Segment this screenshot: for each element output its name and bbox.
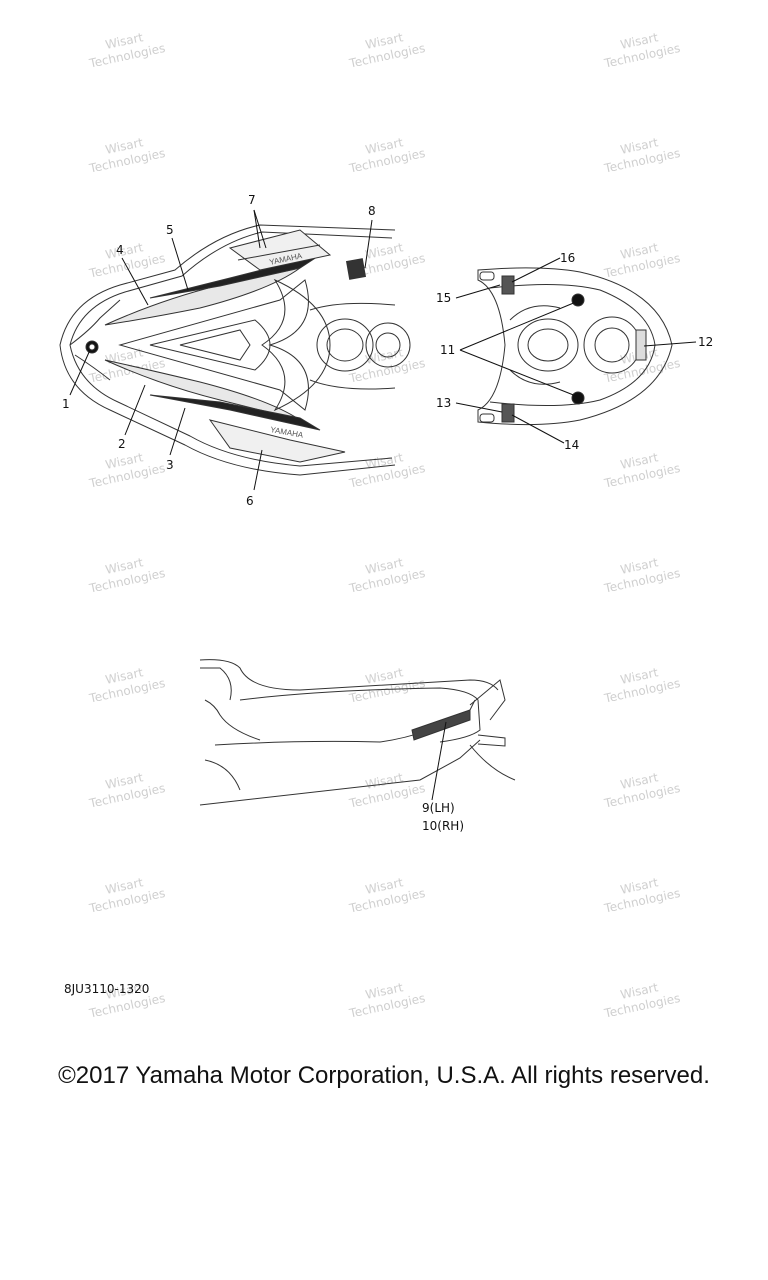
- callout-3: 3: [166, 458, 174, 472]
- callout-13: 13: [436, 396, 451, 410]
- callout-7: 7: [248, 193, 256, 207]
- rear-deck-view: [477, 267, 673, 426]
- leader-lines-bottom: [431, 721, 447, 801]
- leader-lines-right: [455, 257, 697, 444]
- callout-4: 4: [116, 243, 124, 257]
- deck-top-view: YAMAHA YAMAHA: [59, 224, 411, 476]
- callout-1: 1: [62, 397, 70, 411]
- callout-8: 8: [368, 204, 376, 218]
- callout-5: 5: [166, 223, 174, 237]
- seat-side-view: [199, 659, 516, 806]
- callout-6: 6: [246, 494, 254, 508]
- callout-12: 12: [698, 335, 713, 349]
- callout-15: 15: [436, 291, 451, 305]
- leader-lines-left: [69, 209, 373, 491]
- callout-10: 10(RH): [422, 819, 464, 833]
- callout-14: 14: [564, 438, 579, 452]
- callout-9: 9(LH): [422, 801, 455, 815]
- callout-2: 2: [118, 437, 126, 451]
- part-code: 8JU3110-1320: [64, 982, 149, 996]
- callout-11: 11: [440, 343, 455, 357]
- callout-labels: 1 2 3 4 5 6 7 8 9(LH) 10(RH) 11 12 13 14…: [62, 193, 713, 833]
- callout-16: 16: [560, 251, 575, 265]
- copyright-notice: ©2017 Yamaha Motor Corporation, U.S.A. A…: [58, 1062, 710, 1089]
